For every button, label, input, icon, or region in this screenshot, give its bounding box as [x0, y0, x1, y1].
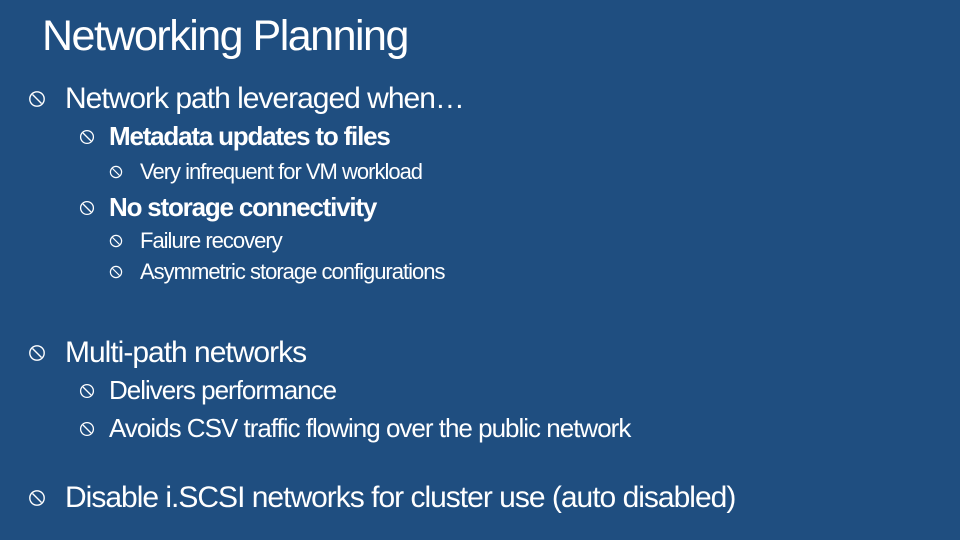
bullet-item: Asymmetric storage configurations: [109, 259, 445, 285]
bullet-text: Delivers performance: [109, 375, 337, 405]
bullet-item: Network path leveraged when…: [28, 82, 465, 116]
circle-slash-icon: [28, 489, 46, 507]
circle-slash-icon: [109, 265, 123, 279]
bullet-text: No storage connectivity: [109, 192, 377, 222]
circle-slash-icon: [109, 234, 123, 248]
bullet-text: Avoids CSV traffic flowing over the publ…: [109, 413, 631, 443]
circle-slash-icon: [109, 165, 123, 179]
bullet-item: Delivers performance: [79, 375, 337, 406]
bullet-text: Metadata updates to files: [109, 121, 391, 151]
bullet-item: Multi-path networks: [28, 336, 307, 370]
bullet-item: Metadata updates to files: [79, 121, 391, 152]
bullet-text: Asymmetric storage configurations: [140, 259, 445, 284]
bullet-item: Very infrequent for VM workload: [109, 159, 423, 185]
circle-slash-icon: [79, 421, 95, 437]
circle-slash-icon: [28, 344, 46, 362]
circle-slash-icon: [28, 90, 46, 108]
bullet-item: No storage connectivity: [79, 192, 377, 223]
bullet-item: Avoids CSV traffic flowing over the publ…: [79, 413, 631, 444]
bullet-item: Failure recovery: [109, 228, 283, 254]
circle-slash-icon: [79, 200, 95, 216]
bullet-text: Multi-path networks: [65, 336, 307, 369]
bullet-text: Network path leveraged when…: [65, 82, 465, 115]
slide-title: Networking Planning: [42, 12, 409, 60]
circle-slash-icon: [79, 383, 95, 399]
bullet-text: Failure recovery: [140, 228, 283, 253]
circle-slash-icon: [79, 129, 95, 145]
bullet-text: Disable i.SCSI networks for cluster use …: [65, 481, 736, 514]
bullet-text: Very infrequent for VM workload: [140, 159, 423, 184]
bullet-item: Disable i.SCSI networks for cluster use …: [28, 481, 736, 515]
